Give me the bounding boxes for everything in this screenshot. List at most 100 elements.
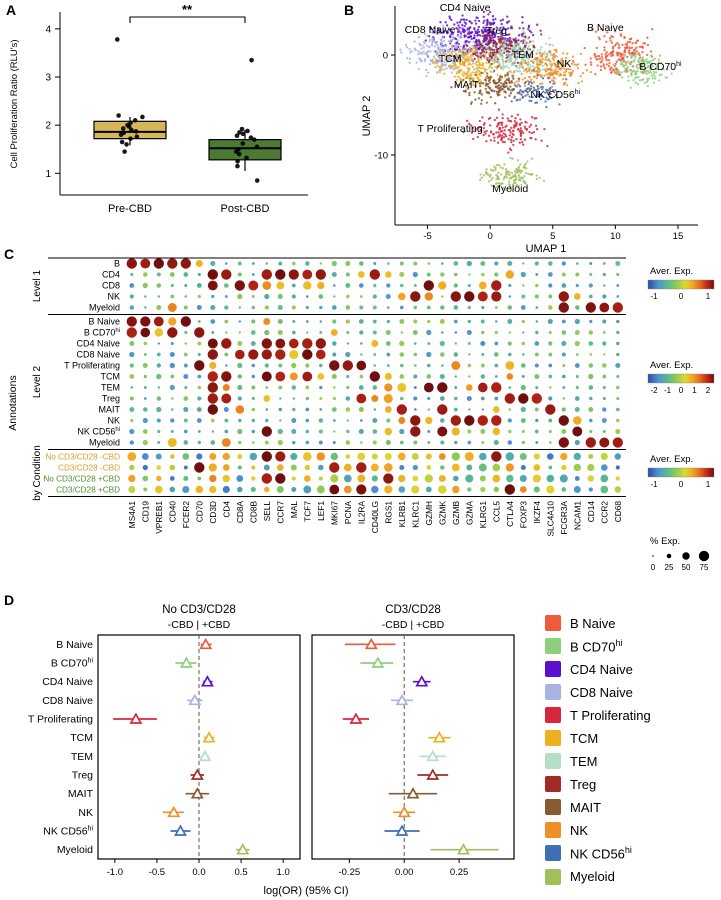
dotplot-row-label: CD3/CD28 +CBD	[56, 486, 120, 495]
gene-axis-label: CD40	[167, 501, 177, 523]
pct-exp-tick: 25	[665, 563, 674, 572]
gene-axis-label: SLC4A10	[545, 501, 555, 537]
gene-axis-label: KLRG1	[478, 501, 488, 529]
facet-subtitle: -CBD | +CBD	[168, 619, 231, 631]
forest-y-label: NK	[78, 807, 93, 819]
dotplot-row-label: MAIT	[99, 405, 121, 415]
umap-cluster	[462, 108, 549, 154]
gene-axis-label: CD68	[613, 501, 623, 523]
gene-axis-label: CD3D	[208, 501, 218, 524]
umap-cluster-label: B Naive	[587, 22, 624, 34]
forest-y-label: B CD70hi	[51, 658, 94, 670]
umap-cluster	[450, 69, 535, 105]
gene-axis-label: GZMA	[464, 501, 474, 525]
gene-axis-label: NCAM1	[572, 501, 582, 530]
forest-y-label: T Proliferating	[28, 714, 93, 726]
dotplot-row-label: CD8	[102, 281, 120, 291]
boxplot-group-label: Pre-CBD	[108, 203, 152, 215]
svg-text:5: 5	[550, 231, 555, 242]
gene-axis-label: CD4	[221, 501, 231, 518]
forest-x-tick: 0.0	[192, 867, 205, 878]
dotplot-row-label: Myeloid	[89, 303, 120, 313]
gene-axis-label: TCF7	[302, 501, 312, 522]
dotplot-row-label: TCM	[101, 372, 121, 382]
legend-swatch	[545, 661, 561, 678]
legend-item: T Proliferating	[545, 707, 721, 724]
panel-b-label: B	[344, 2, 355, 18]
dotplot-row-label: T Proliferating	[64, 361, 120, 371]
svg-text:15: 15	[673, 231, 684, 242]
legend-label: T Proliferating	[570, 707, 651, 723]
gene-axis-label: GZMK	[437, 501, 447, 525]
umap-cluster-label: TEM	[512, 49, 534, 61]
gene-axis-label: PCNA	[343, 501, 353, 525]
umap-x-axis-label: UMAP 1	[526, 243, 567, 255]
forest-x-tick: -0.5	[149, 867, 165, 878]
umap-cluster-label: Myeloid	[492, 183, 528, 195]
pct-exp-legend-title: % Exp.	[650, 536, 680, 547]
legend-item: MAIT	[545, 799, 721, 816]
aver-exp-tick: -1	[650, 480, 658, 489]
umap-y-axis-label: UMAP 2	[361, 96, 373, 137]
level1-group-label: Level 1	[32, 269, 43, 302]
legend-item: B Naive	[545, 615, 721, 631]
gene-axis-label: VPREB1	[154, 501, 164, 534]
forest-y-label: Treg	[72, 770, 93, 782]
dotplot-row-label: CD4	[102, 270, 120, 280]
condition-group-label: by Condition	[32, 445, 43, 501]
gene-axis-label: CD70	[194, 501, 204, 523]
level2-group-label: Level 2	[32, 365, 43, 398]
legend-label: Myeloid	[570, 869, 615, 885]
pct-exp-tick: 75	[700, 563, 709, 572]
gene-axis-label: GZMB	[451, 501, 461, 525]
aver-exp-tick: 0	[679, 480, 684, 489]
gene-axis-label: MS4A1	[127, 501, 137, 529]
aver-exp-tick: -2	[650, 386, 658, 395]
aver-exp-legend-title: Aver. Exp.	[650, 266, 693, 277]
legend-item: NK	[545, 822, 721, 839]
gene-axis-label: FCER2	[181, 501, 191, 529]
legend-swatch	[545, 845, 561, 862]
panel-c-label: C	[4, 246, 15, 262]
gene-axis-label: LEF1	[316, 501, 326, 521]
legend-label: B Naive	[570, 615, 616, 631]
legend-label: NK CD56hi	[570, 845, 632, 862]
panel-d-label: D	[4, 592, 15, 608]
dotplot-row-label: CD8 Naive	[76, 350, 120, 360]
legend-label: Treg	[570, 776, 597, 792]
legend-label: B CD70hi	[570, 638, 623, 655]
umap-cluster-label: B CD70hi	[639, 61, 682, 73]
umap-cluster-label: CD4 Naive	[440, 2, 491, 14]
dotplot-row-label: No CD3/CD28 -CBD	[45, 453, 120, 462]
umap-cluster-label: TCM	[439, 53, 462, 65]
aver-exp-legend-title: Aver. Exp.	[650, 360, 693, 371]
boxplot-y-axis-label: Cell Proliferation Ratio (RLU's)	[9, 39, 20, 168]
forest-x-tick: -0.25	[338, 867, 360, 878]
svg-text:3: 3	[45, 73, 51, 84]
legend-label: MAIT	[570, 799, 602, 815]
dotplot-row-label: B Naive	[88, 317, 120, 327]
gene-axis-label: FOXP3	[518, 501, 528, 529]
gene-axis-label: CTLA4	[505, 501, 515, 527]
pct-exp-tick: 0	[651, 563, 656, 572]
gene-axis-label: CCR7	[275, 501, 285, 524]
forest-y-label: CD4 Naive	[42, 676, 93, 688]
svg-text:4: 4	[45, 24, 51, 35]
gene-axis-label: RGS1	[383, 501, 393, 524]
forest-x-axis-label: log(OR) (95% CI)	[264, 885, 349, 897]
gene-axis-label: CCL5	[491, 501, 501, 523]
legend-item: B CD70hi	[545, 638, 721, 654]
dotplot-row-label: Treg	[102, 394, 120, 404]
umap-cluster	[510, 74, 568, 109]
gene-axis-label: IL2RA	[356, 501, 366, 525]
forest-y-label: TEM	[71, 751, 93, 763]
gene-axis-label: CD14	[586, 501, 596, 523]
annotations-group-label: Annotations	[7, 375, 19, 430]
legend-swatch	[545, 730, 561, 747]
legend-swatch	[545, 638, 561, 655]
umap-cluster	[476, 30, 559, 80]
dotplot-row-label: No CD3/CD28 +CBD	[43, 475, 120, 484]
legend-swatch	[545, 753, 561, 770]
